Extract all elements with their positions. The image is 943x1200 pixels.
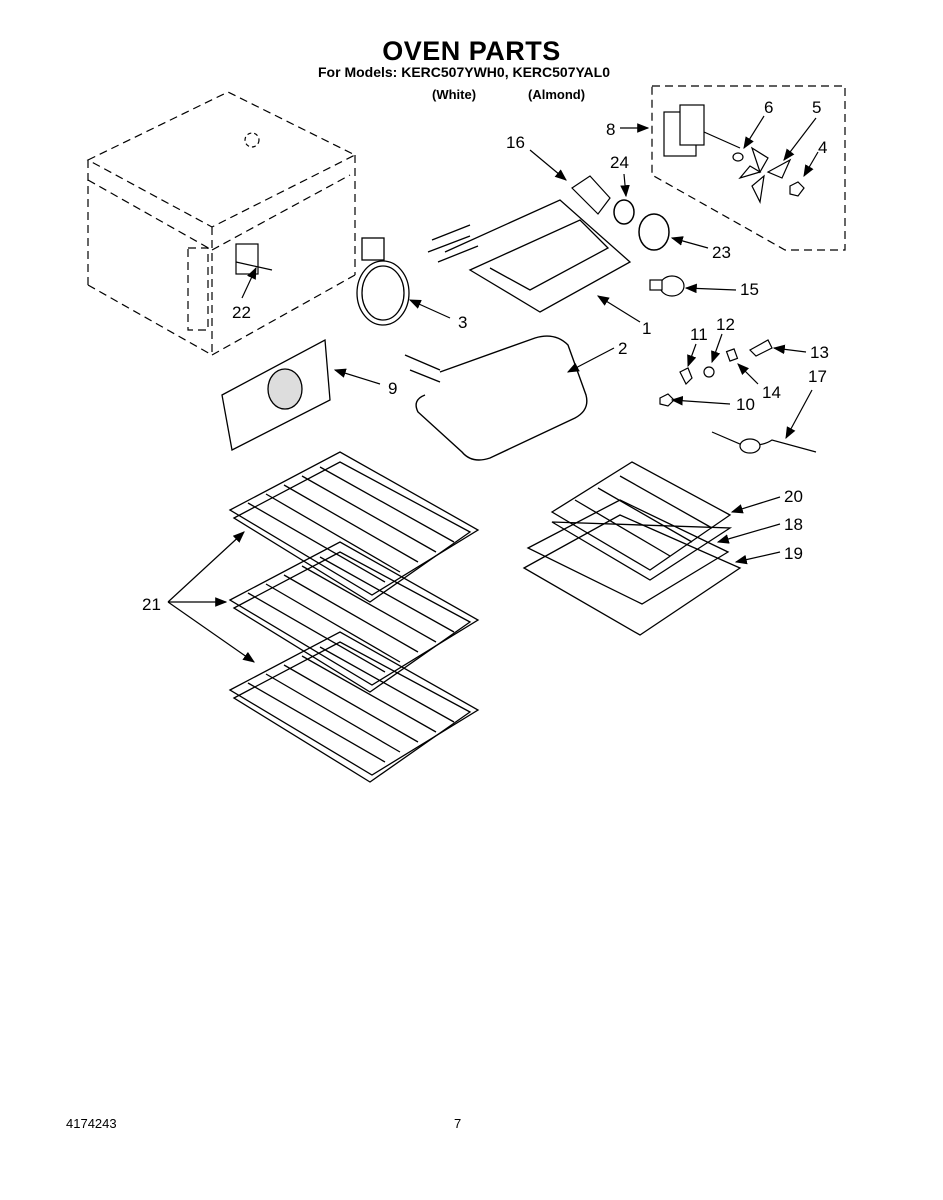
cavity-hole — [244, 132, 260, 148]
oven-cavity-outline — [86, 91, 357, 356]
callout-9: 9 — [388, 379, 397, 398]
page-title: OVEN PARTS — [382, 36, 561, 66]
fan-blade — [738, 146, 792, 204]
callout-14: 14 — [762, 383, 781, 402]
callout-13: 13 — [810, 343, 829, 362]
oven-rack-2 — [228, 541, 480, 693]
small-parts — [659, 339, 817, 454]
variant-white: (White) — [432, 87, 477, 102]
oven-rack-1 — [228, 451, 480, 603]
callout-22: 22 — [232, 303, 251, 322]
callout-21: 21 — [142, 595, 161, 614]
callout-6: 6 — [764, 98, 773, 117]
lens-gasket — [613, 199, 635, 225]
light-bulb — [649, 275, 685, 297]
callout-11: 11 — [690, 325, 708, 344]
callout-1: 1 — [642, 319, 651, 338]
callout-3: 3 — [458, 313, 467, 332]
convection-motor — [663, 104, 741, 157]
callout-12: 12 — [716, 315, 735, 334]
models-subtitle: For Models: KERC507YWH0, KERC507YAL0 — [318, 64, 611, 80]
leader-lines — [167, 115, 819, 663]
bake-element — [404, 335, 588, 461]
callout-labels: 1 2 3 4 5 6 8 9 10 11 12 13 14 15 16 17 … — [142, 98, 829, 614]
callout-17: 17 — [808, 367, 827, 386]
light-lens — [638, 213, 670, 251]
document-number: 4174243 — [66, 1116, 117, 1131]
callout-24: 24 — [610, 153, 629, 172]
motor-washer — [732, 152, 744, 162]
callout-2: 2 — [618, 339, 627, 358]
callout-20: 20 — [784, 487, 803, 506]
convection-baffle — [221, 338, 331, 451]
callout-10: 10 — [736, 395, 755, 414]
oven-rack-3 — [228, 631, 480, 783]
rack-bracket — [235, 243, 273, 275]
callout-8: 8 — [606, 120, 615, 139]
callout-19: 19 — [784, 544, 803, 563]
callout-4: 4 — [818, 138, 827, 157]
light-socket — [571, 175, 611, 215]
fan-nut — [789, 181, 805, 197]
variant-almond: (Almond) — [528, 87, 586, 102]
convection-fan-box — [651, 85, 846, 251]
broil-element — [427, 199, 632, 313]
callout-5: 5 — [812, 98, 821, 117]
callout-15: 15 — [740, 280, 759, 299]
callout-16: 16 — [506, 133, 525, 152]
callout-18: 18 — [784, 515, 803, 534]
broiler-pan-set — [522, 461, 742, 636]
page-number: 7 — [454, 1116, 462, 1131]
fan-ring — [356, 237, 410, 326]
callout-23: 23 — [712, 243, 731, 262]
